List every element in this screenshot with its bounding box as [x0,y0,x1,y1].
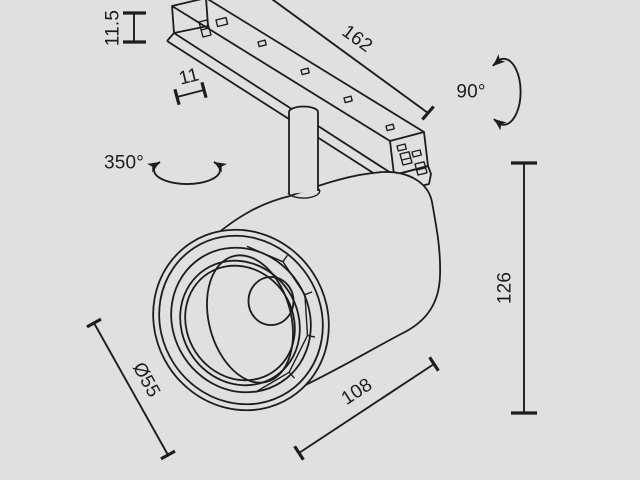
dim-overall-height: 126 [495,161,537,415]
lens-rim-inner-line [158,234,324,406]
rail-left-lip [166,32,175,42]
rotation-angle-annotation: 350° [104,153,227,185]
rail-left-clips [198,16,229,38]
tilt-arrow-top [493,54,506,66]
tilt-angle-annotation: 90° [456,54,522,131]
track-rail [166,0,432,193]
dim-track-profile-height: 11.5 [103,10,146,46]
stem-base-joint [287,188,321,199]
dim-label-body-length: 108 [338,374,377,409]
lens-assembly [152,228,330,412]
rail-mounting-holes [257,39,395,132]
mounting-stem [287,105,321,199]
rotation-arc [153,161,221,185]
dim-label-tilt-angle: 90° [456,82,485,103]
rail-front-bottom-edge [173,32,395,176]
lens-bezel-ring [170,246,312,394]
tilt-arrow-bottom [494,119,507,131]
dim-track-slot-width: 11 [173,64,208,106]
bezel-facets [246,245,316,394]
rail-lip-bottom-edge [166,40,390,184]
rail-right-clips [396,143,428,176]
lens-bore-outer [179,259,301,387]
reflector-cone [206,254,294,384]
stem-fill [289,106,318,194]
dim-label-track-slot-width: 11 [177,64,202,89]
dim-label-track-profile-height: 11.5 [103,10,124,46]
rail-top-back-edge [207,0,425,133]
dim-label-rotation-angle: 350° [104,153,144,174]
tilt-arc [492,57,522,126]
rotation-arrow-right [214,162,227,173]
dim-label-overall-height: 126 [495,272,516,304]
rotation-arrow-left [147,162,160,173]
led-aperture [247,276,295,326]
stem-outline [288,105,319,194]
